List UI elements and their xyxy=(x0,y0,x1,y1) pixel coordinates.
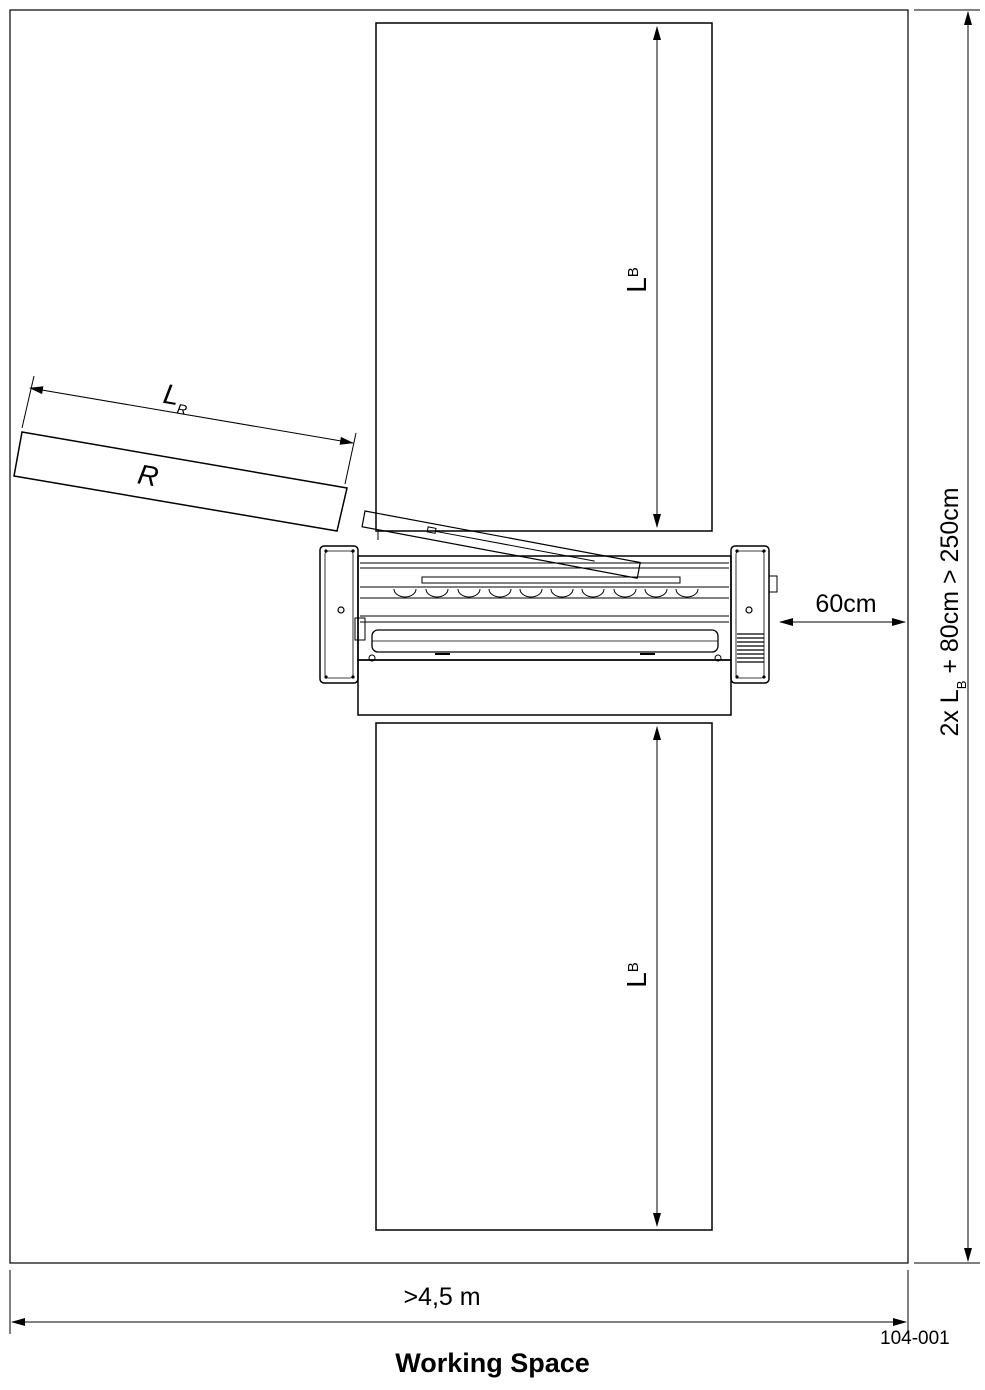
drawing-number: 104-001 xyxy=(880,1328,950,1349)
height-label: 2x LB + 80cm > 250cm xyxy=(936,487,969,736)
roll-r-label: R xyxy=(135,458,160,492)
machine xyxy=(319,545,778,716)
upper-table-length-label: LB xyxy=(621,267,652,293)
roll-r-length-label: LR xyxy=(160,378,192,418)
diagram-caption: Working Space xyxy=(395,1348,590,1378)
svg-text:LB: LB xyxy=(621,962,652,988)
svg-text:LB: LB xyxy=(621,267,652,293)
roll-r-length-dimension xyxy=(29,386,354,445)
roll-r-length-extension-right xyxy=(344,432,357,485)
roll-r-length-extension-left xyxy=(21,375,35,429)
svg-text:2x LB + 80cm > 250cm: 2x LB + 80cm > 250cm xyxy=(936,487,969,736)
lower-table xyxy=(375,722,713,1231)
side-clearance-label: 60cm xyxy=(815,590,876,618)
working-space-boundary xyxy=(9,9,909,1264)
roll-r xyxy=(13,431,348,532)
lower-table-length-label: LB xyxy=(621,962,652,988)
upper-table xyxy=(375,22,713,532)
width-label: >4,5 m xyxy=(403,1283,480,1311)
